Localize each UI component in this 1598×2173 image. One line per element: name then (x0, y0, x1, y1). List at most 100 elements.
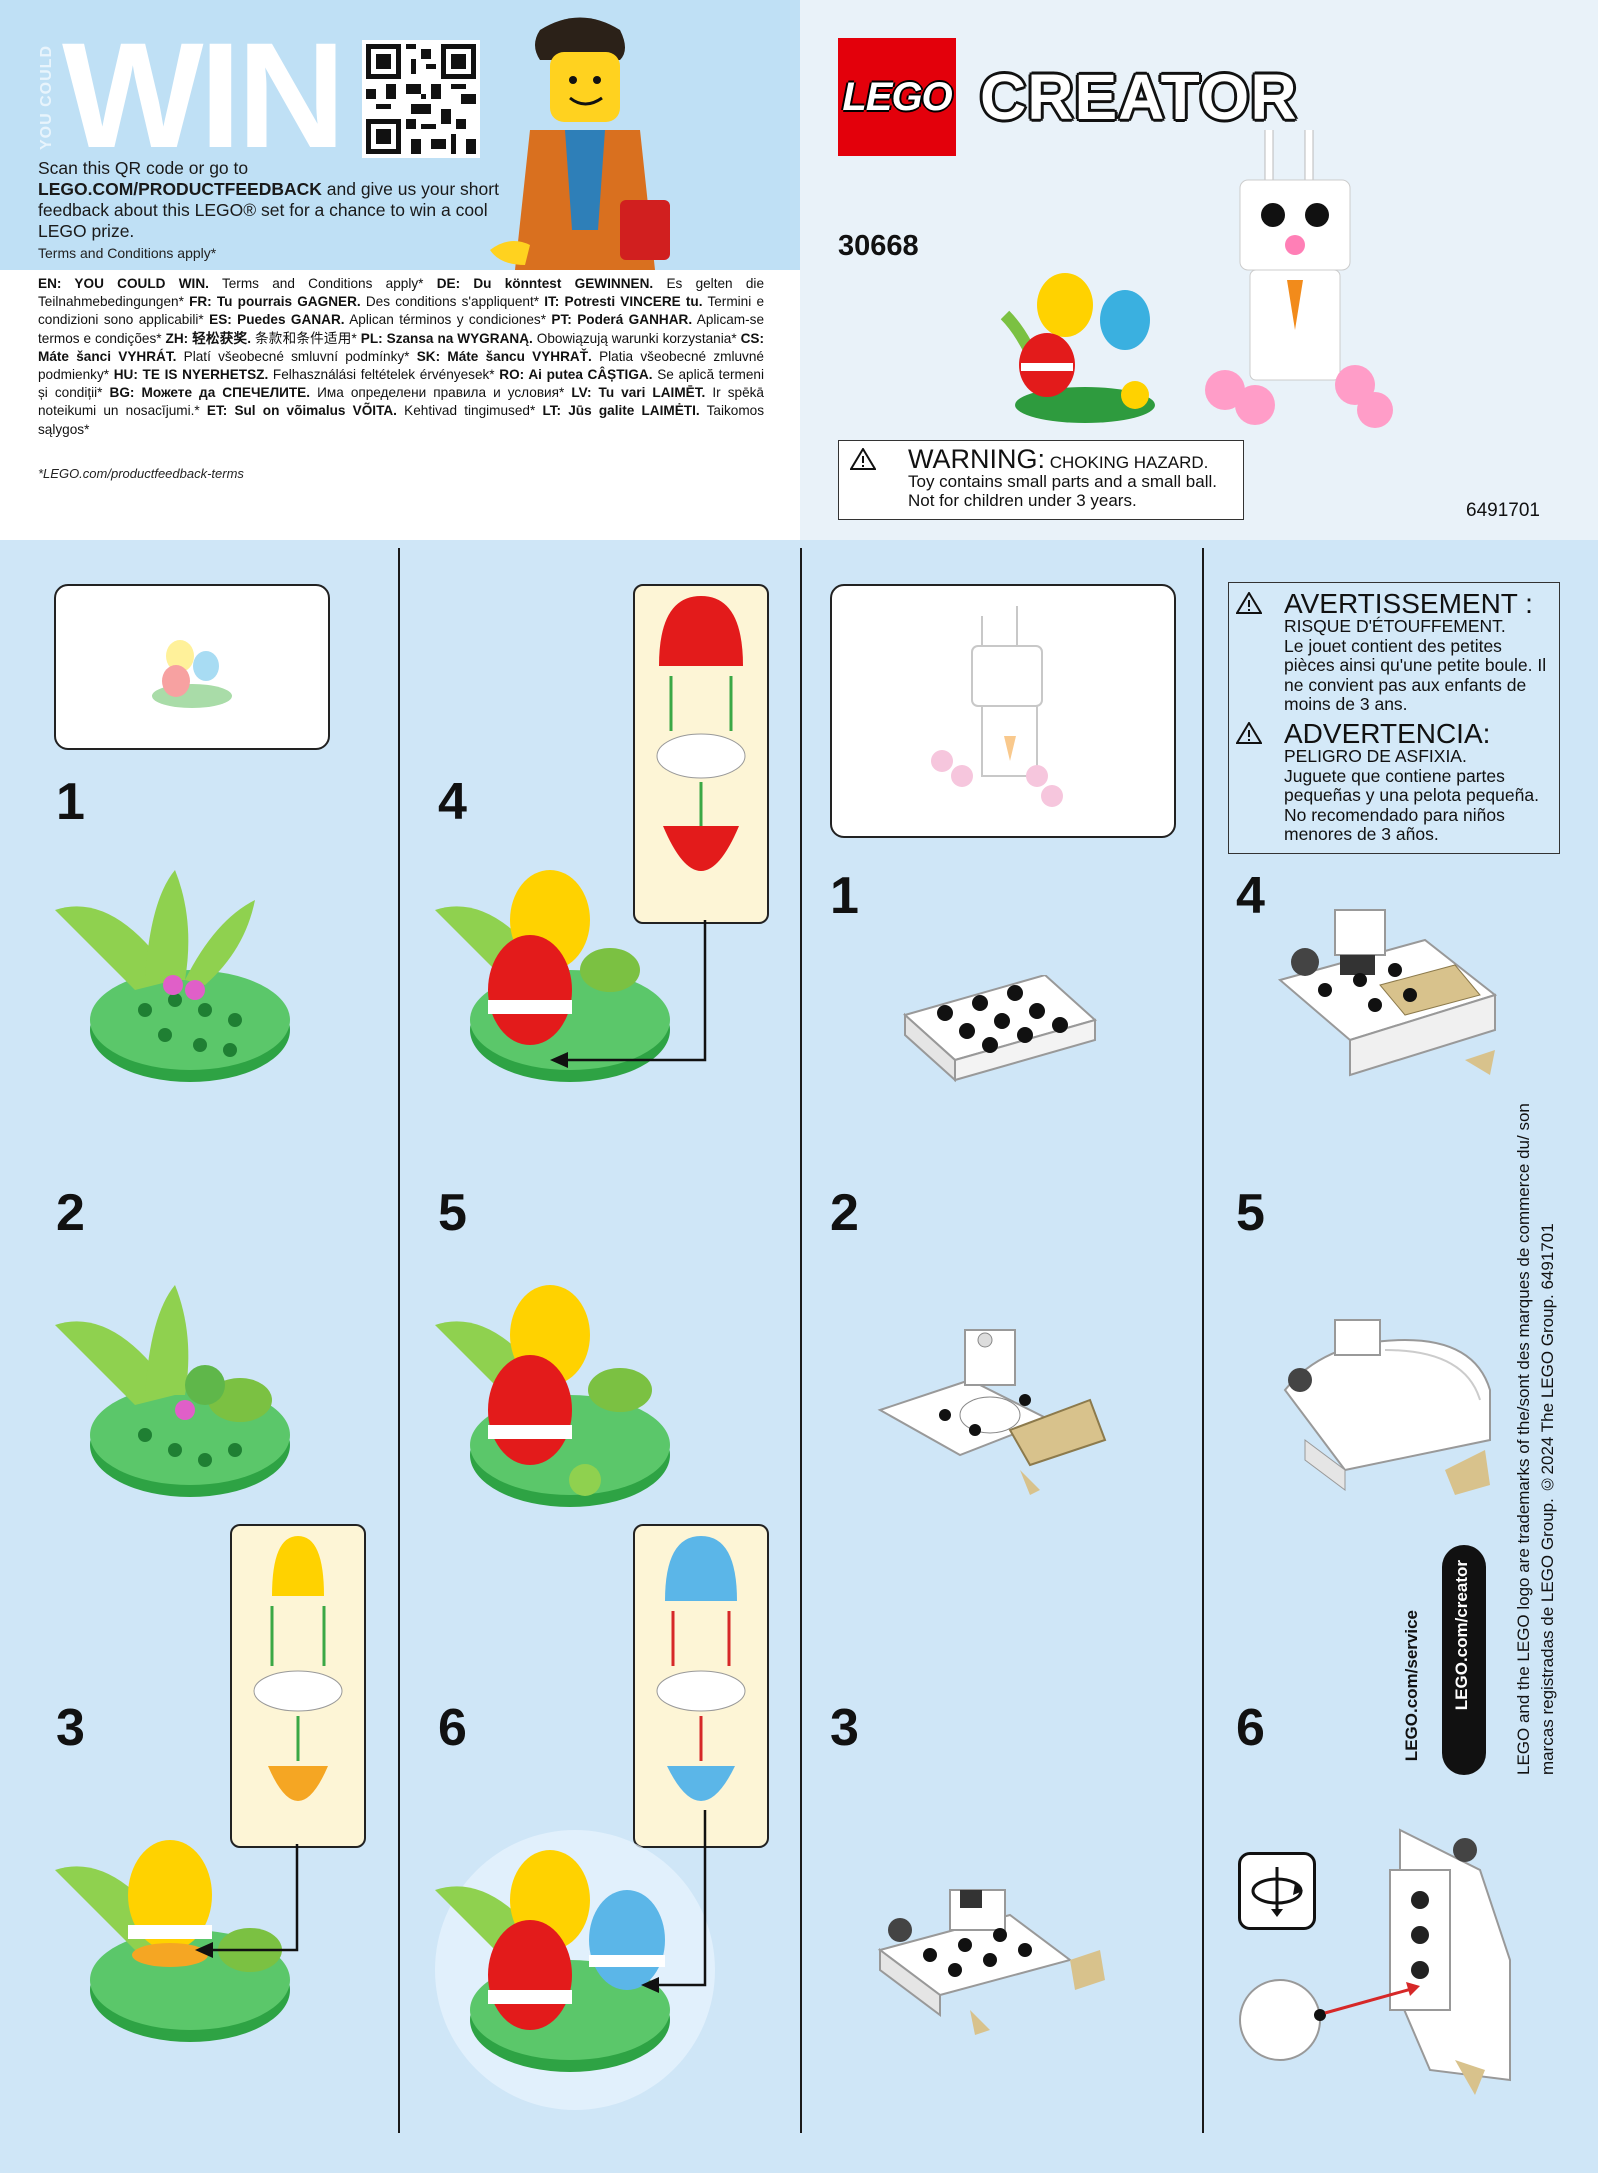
column-divider (800, 548, 802, 2133)
es-warning-text: PELIGRO DE ASFIXIA. Juguete que contiene… (1284, 746, 1556, 845)
step-number: 1 (830, 867, 859, 925)
lego-logo: LEGO (838, 38, 956, 156)
lang-text: Des conditions s'appliquent* (360, 294, 545, 310)
step-number: 2 (56, 1184, 85, 1242)
warning-line-1: Toy contains small parts and a small bal… (908, 472, 1217, 491)
lang-code: PL: Szansa na WYGRANĄ. (360, 330, 533, 346)
lang-text: Aplican términos y condiciones* (344, 312, 552, 328)
step-5-illustration (1283, 1319, 1491, 1495)
step-5-illustration (435, 1285, 670, 1507)
lang-code: CS: Máte šanci VYHRÁT. (38, 330, 764, 364)
multilingual-warning-box (1228, 582, 1560, 854)
step-6-callout (633, 1524, 769, 1848)
rotate-model-icon (1238, 1852, 1316, 1930)
warning-triangle-icon (1236, 592, 1262, 614)
feedback-url-link[interactable]: LEGO.COM/PRODUCTFEEDBACK (38, 179, 322, 199)
lang-text: Kehtivad tingimused* (396, 403, 543, 419)
lang-code: LT: Jūs galite LAIMĖTI. (542, 403, 700, 419)
choking-warning-box (838, 440, 1244, 520)
cover-eggs-model (1000, 273, 1155, 423)
product-code: 6491701 (1466, 500, 1540, 521)
fr-warning-title: AVERTISSEMENT : (1284, 588, 1533, 619)
warning-triangle-icon (850, 448, 876, 470)
lang-text: Es gelten die Teilnahmebedingungen* (38, 276, 765, 310)
warning-body: Toy contains small parts and a small bal… (908, 472, 1217, 510)
fr-warning-text: RISQUE D'ÉTOUFFEMENT. Le jouet contient … (1284, 616, 1556, 715)
service-link[interactable]: LEGO.com/service (1402, 1610, 1421, 1762)
promo-scan-text: Scan this QR code or go to (38, 158, 249, 178)
lang-text: Platia všeobecné zmluvné podmienky* (38, 348, 764, 383)
step-number: 6 (438, 1699, 467, 1757)
lego-logo-text: LEGO (842, 74, 952, 119)
step-1-illustration (55, 870, 290, 1082)
creator-link-pill[interactable] (1442, 1545, 1486, 1775)
creator-link[interactable]: LEGO.com/creator (1452, 1560, 1471, 1711)
lang-text: Platí všeobecné smluvní podmínky* (176, 348, 417, 364)
column-divider (398, 548, 400, 2133)
lang-text: 条款和条件适用* (251, 330, 361, 346)
creator-logo: CREATOR (980, 61, 1298, 133)
es-warning-title: ADVERTENCIA: (1284, 718, 1491, 749)
lang-text: Terms and Conditions apply* (208, 276, 437, 291)
qr-code[interactable] (362, 40, 480, 158)
step-number: 3 (830, 1699, 859, 1757)
warning-title: WARNING: CHOKING HAZARD. (908, 444, 1208, 475)
step-3-callout (230, 1524, 366, 1848)
warning-subtitle: CHOKING HAZARD. (1045, 453, 1209, 472)
fr-warning-body: Le jouet contient des petites pièces ain… (1284, 635, 1547, 714)
step-6-illustration (435, 1810, 715, 2110)
lang-code: ET: Sul on võimalus VÕITA. (206, 403, 397, 419)
warning-title-text: WARNING: (908, 444, 1045, 474)
promo-terms: Terms and Conditions apply* (38, 245, 217, 261)
promo-description: Scan this QR code or go to LEGO.COM/PROD… (38, 158, 518, 242)
lang-text: Obowiązują warunki korzystania* (532, 330, 741, 346)
step-3-illustration (877, 1889, 1105, 2035)
es-warning-subtitle: PELIGRO DE ASFIXIA. (1284, 746, 1467, 766)
lang-code: DE: Du könntest GEWINNEN. (436, 276, 654, 291)
step-4-illustration (435, 870, 707, 1082)
you-could-label: YOU COULD (38, 45, 55, 150)
lang-text: Aplicam-se termos e condições* (38, 312, 765, 346)
lang-text: Felhasználási feltételek érvényesek* (268, 367, 500, 383)
step-number: 3 (56, 1699, 85, 1757)
language-translations: EN: YOU COULD WIN. Terms and Conditions … (38, 275, 764, 439)
es-warning-body: Juguete que contiene partes pequeñas y u… (1284, 765, 1539, 844)
step-4-illustration (1277, 909, 1498, 1077)
lang-code: ZH: 轻松获奖. (165, 330, 252, 346)
warning-line-2: Not for children under 3 years. (908, 491, 1137, 510)
promo-scan-text-2: and give us your short feedback about th… (38, 179, 499, 241)
step-number: 6 (1236, 1699, 1265, 1757)
legal-notice: LEGO and the LEGO logo are trademarks of… (1514, 1103, 1557, 1775)
minifigure-illustration (490, 17, 670, 270)
step-6-illustration (1239, 1828, 1511, 2095)
win-heading: WIN (62, 11, 346, 179)
lang-code: IT: Potresti VINCERE tu. (544, 294, 703, 310)
step-number: 5 (438, 1184, 467, 1242)
lang-code: ES: Puedes GANAR. (209, 312, 345, 328)
step-2-illustration (55, 1285, 290, 1497)
lang-text: Ir spēkā noteikumi un nosacījumi.* (38, 385, 764, 419)
lang-code: SK: Máte šancu VYHRAŤ. (416, 348, 592, 364)
step-3-illustration (55, 1840, 299, 2042)
step-number: 1 (56, 773, 85, 831)
lang-code: BG: Можете да СПЕЧЕЛИТЕ. (109, 385, 311, 401)
step-2-illustration (877, 1329, 1107, 1495)
step-number: 4 (1236, 867, 1265, 925)
flower-preview-thumbnail (54, 584, 330, 750)
step-number: 4 (438, 773, 467, 831)
languages-panel (0, 270, 800, 540)
lang-code: RO: Ai putea CÂȘTIGA. (499, 367, 653, 383)
warning-triangle-icon (1236, 722, 1262, 744)
lang-text: Taikomos sąlygos* (38, 403, 765, 437)
step-number: 2 (830, 1184, 859, 1242)
fr-warning-subtitle: RISQUE D'ÉTOUFFEMENT. (1284, 616, 1506, 636)
column-divider (1202, 548, 1204, 2133)
lang-code: HU: TE IS NYERHETSZ. (113, 367, 269, 383)
step-number: 5 (1236, 1184, 1265, 1242)
terms-footnote: *LEGO.com/productfeedback-terms (38, 466, 244, 481)
set-number: 30668 (838, 230, 919, 262)
step-4-callout (633, 584, 769, 924)
lang-code: EN: YOU COULD WIN. (38, 276, 209, 291)
bunny-preview-thumbnail (830, 584, 1176, 838)
cover-bunny-model (1205, 130, 1393, 428)
